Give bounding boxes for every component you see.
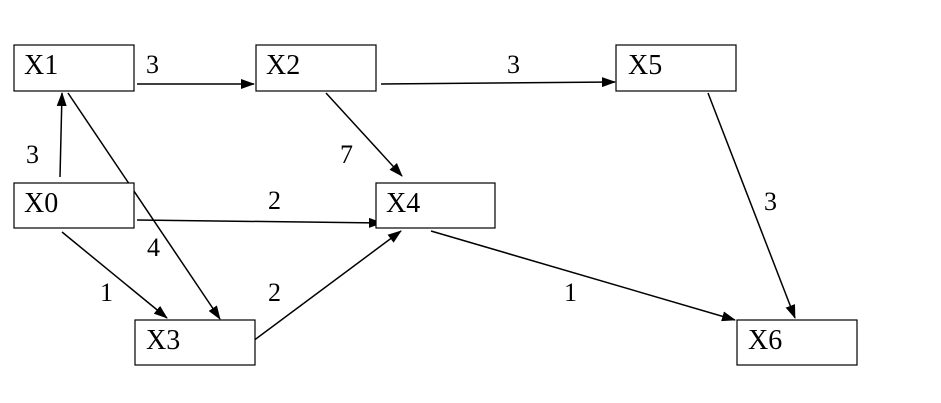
edge-x3-x4 — [252, 230, 402, 342]
edge-x1-x3 — [67, 92, 221, 320]
node-label-x5: X5 — [628, 50, 662, 81]
node-label-x0: X0 — [24, 188, 58, 219]
edge-label-x3-x4: 2 — [268, 278, 281, 307]
edge-label-x5-x6: 3 — [764, 187, 777, 216]
edge-x2-x4 — [325, 92, 403, 177]
edge-label-x2-x5: 3 — [507, 50, 520, 79]
edge-label-x1-x3: 4 — [147, 233, 160, 262]
edge-label-x0-x4: 2 — [268, 186, 281, 215]
node-label-x3: X3 — [146, 325, 180, 356]
node-label-x6: X6 — [748, 325, 782, 356]
edge-x0-x3 — [61, 231, 168, 319]
edge-x0-x1 — [56, 92, 67, 178]
edge-label-x1-x2: 3 — [146, 50, 159, 79]
node-x5: X5 — [615, 44, 737, 92]
node-x0: X0 — [13, 182, 135, 229]
node-label-x1: X1 — [24, 50, 58, 81]
edge-label-x2-x4: 7 — [340, 140, 353, 169]
edge-x2-x5 — [380, 77, 616, 88]
nodes: X1 X2 X5 X0 X4 X3 X6 — [13, 44, 858, 366]
node-x6: X6 — [736, 319, 858, 366]
node-label-x4: X4 — [386, 188, 420, 219]
node-x1: X1 — [13, 44, 135, 92]
edge-x0-x4 — [136, 217, 383, 228]
edges: 3 3 3 7 2 4 1 2 1 3 — [26, 50, 796, 342]
edge-label-x4-x6: 1 — [564, 278, 577, 307]
edge-label-x0-x3: 1 — [100, 278, 113, 307]
node-label-x2: X2 — [266, 50, 300, 81]
node-x4: X4 — [375, 182, 496, 229]
edge-x4-x6 — [430, 230, 736, 322]
edge-x5-x6 — [707, 92, 796, 319]
node-x2: X2 — [255, 44, 377, 92]
node-x3: X3 — [134, 319, 256, 366]
edge-label-x0-x1: 3 — [26, 140, 39, 169]
